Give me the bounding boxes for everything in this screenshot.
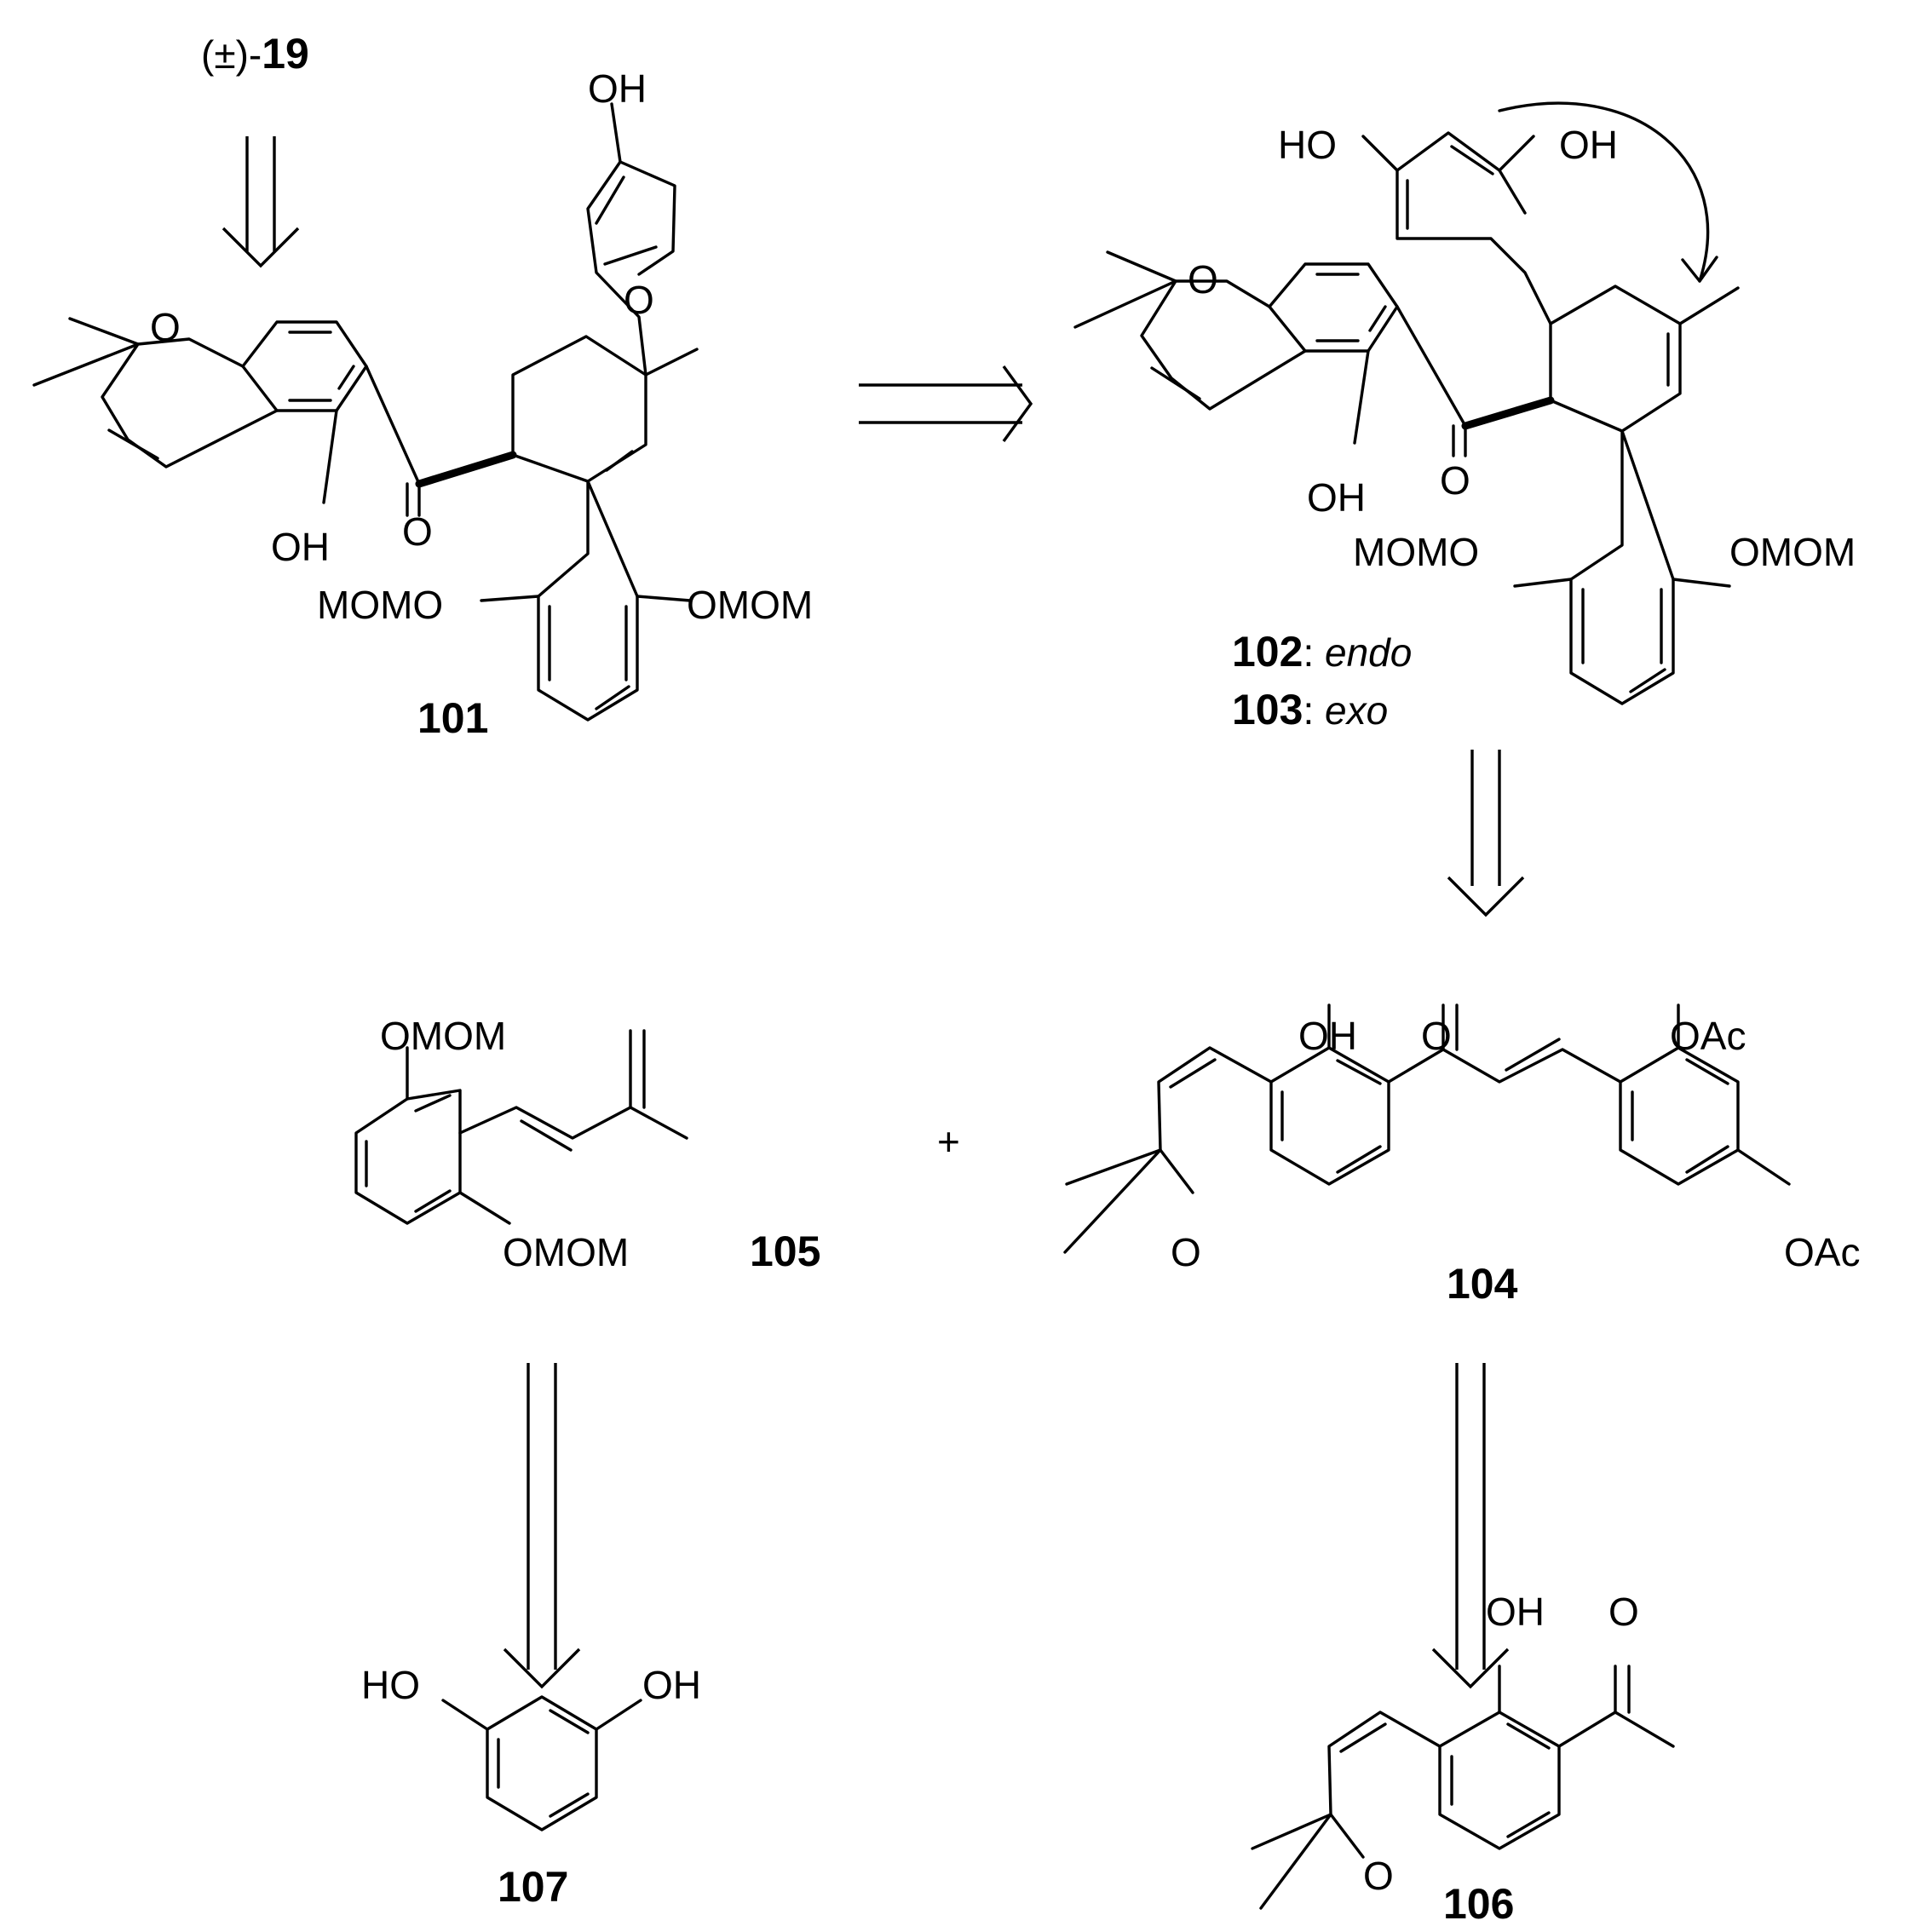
atom-102-oh-phenol: OH xyxy=(1307,475,1366,520)
atom-105-omom-top: OMOM xyxy=(380,1014,506,1058)
atom-101-o-bridge: O xyxy=(624,278,654,322)
retro-arrow-101-to-102 xyxy=(859,365,1033,442)
atom-105-omom-bottom: OMOM xyxy=(503,1230,629,1274)
compound-105-structure xyxy=(354,1029,688,1225)
atom-101-o-pyran: O xyxy=(150,305,181,349)
atom-104-oac-top: OAc xyxy=(1670,1014,1746,1058)
compound-105-label: 105 xyxy=(750,1228,820,1275)
atom-101-oh-phenol: OH xyxy=(271,525,330,569)
compound-101-label: 101 xyxy=(417,694,488,742)
atom-104-oh: OH xyxy=(1298,1014,1357,1058)
compound-102-103-structure xyxy=(1073,101,1740,705)
compound-19-label: (±)-19 xyxy=(201,30,309,78)
atom-106-o-carbonyl: O xyxy=(1608,1590,1639,1634)
retro-arrow-19-to-101 xyxy=(222,136,300,268)
atom-101-omom: OMOM xyxy=(687,583,813,627)
atom-102-oh-top: OH xyxy=(1559,123,1618,167)
atom-102-o-carbonyl: O xyxy=(1440,458,1470,503)
retro-arrow-105-to-107 xyxy=(503,1363,581,1689)
compound-107-structure xyxy=(441,1695,642,1831)
compound-107-label: 107 xyxy=(498,1863,568,1911)
retro-arrow-102-to-104 xyxy=(1447,750,1525,917)
atom-107-oh: OH xyxy=(642,1663,701,1707)
atom-101-oh-top: OH xyxy=(588,66,647,111)
atom-101-o-carbonyl: O xyxy=(402,509,433,554)
atom-101-momo: MOMO xyxy=(317,583,443,627)
compound-103-label: 103: exo xyxy=(1232,686,1388,733)
atom-102-ho: HO xyxy=(1278,123,1337,167)
atom-104-o-carbonyl: O xyxy=(1421,1014,1452,1058)
compound-102-label: 102: endo xyxy=(1232,628,1412,676)
atom-102-momo: MOMO xyxy=(1353,530,1479,574)
atom-102-omom: OMOM xyxy=(1729,530,1856,574)
compound-106-structure xyxy=(1251,1665,1675,1910)
atom-102-o-pyran: O xyxy=(1188,257,1218,302)
compound-104-label: 104 xyxy=(1447,1260,1518,1308)
atom-104-o-pyran: O xyxy=(1171,1230,1201,1274)
atom-106-o-pyran: O xyxy=(1363,1854,1394,1898)
atom-104-oac-bottom: OAc xyxy=(1784,1230,1860,1274)
compound-101-structure xyxy=(32,102,699,722)
atom-107-ho: HO xyxy=(361,1663,420,1707)
retro-arrow-104-to-106 xyxy=(1431,1363,1510,1689)
compound-106-label: 106 xyxy=(1443,1880,1514,1928)
atom-106-oh: OH xyxy=(1486,1590,1545,1634)
plus-sign: + xyxy=(937,1119,960,1164)
compound-104-structure xyxy=(1063,1003,1791,1254)
